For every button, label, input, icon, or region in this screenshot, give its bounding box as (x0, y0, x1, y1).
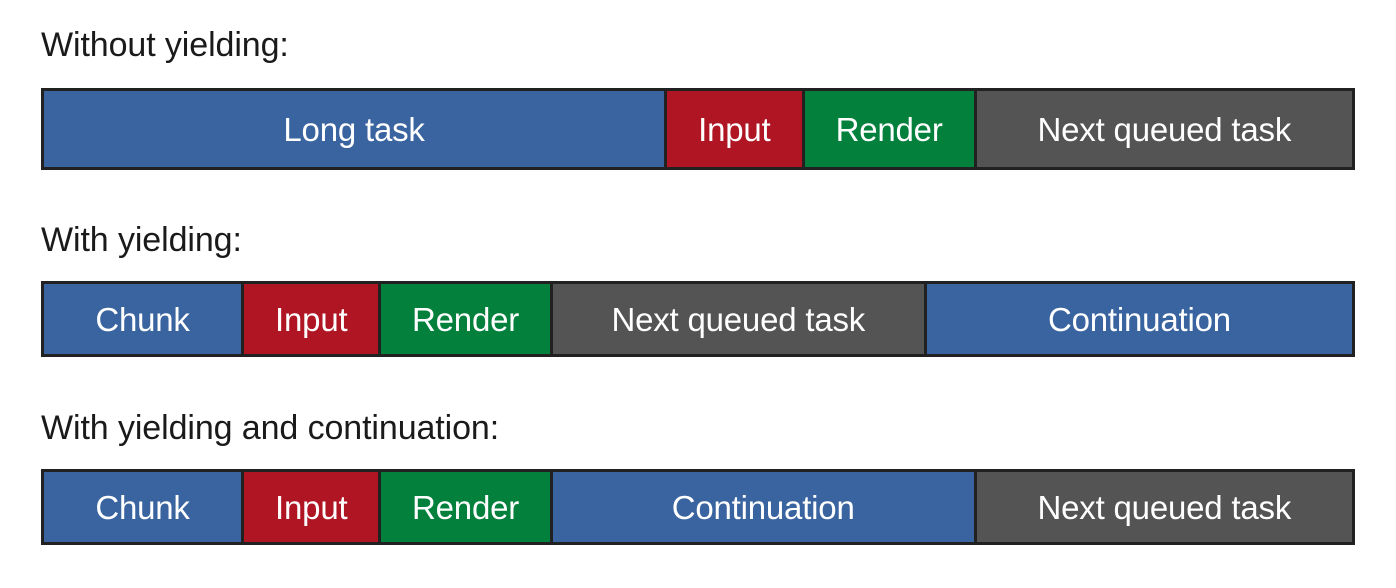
timeline-segment: Input (244, 284, 382, 354)
row-caption-with-yielding: With yielding: (41, 221, 242, 259)
timeline-segment: Chunk (44, 284, 245, 354)
timeline-segment: Next queued task (976, 472, 1352, 542)
timeline-segment: Input (244, 472, 382, 542)
timeline-segment: Render (381, 284, 553, 354)
timeline-segment: Next queued task (976, 91, 1352, 167)
timeline-segment: Render (804, 91, 977, 167)
timeline-segment: Continuation (552, 472, 977, 542)
timeline-segment: Continuation (926, 284, 1352, 354)
timeline-segment: Chunk (44, 472, 245, 542)
timeline-segment: Render (381, 472, 553, 542)
timeline-segment: Next queued task (552, 284, 927, 354)
row-caption-without-yielding: Without yielding: (41, 26, 289, 64)
timeline-segment: Input (667, 91, 805, 167)
timeline-segment: Long task (44, 91, 668, 167)
row-caption-with-yielding-and-continuation: With yielding and continuation: (41, 409, 500, 447)
